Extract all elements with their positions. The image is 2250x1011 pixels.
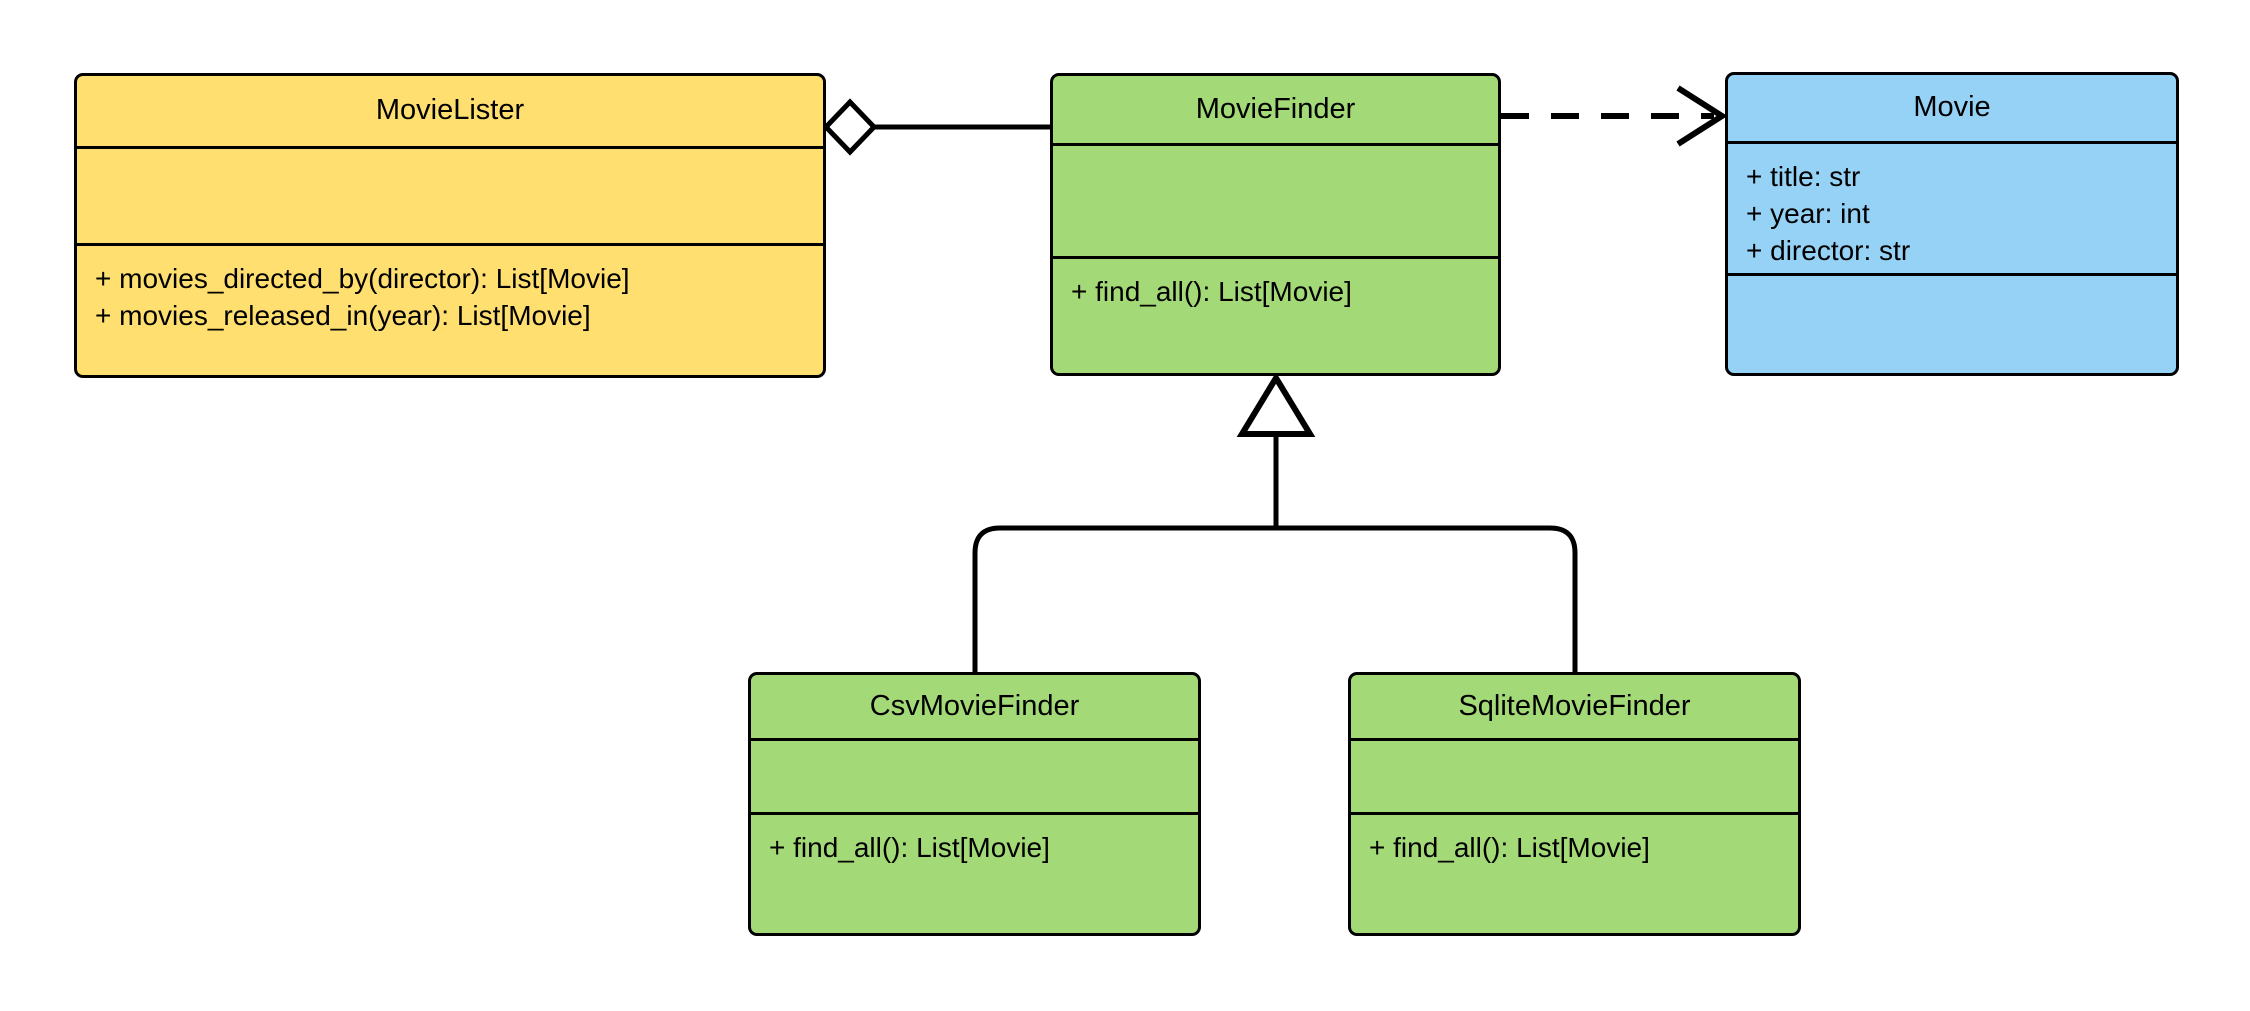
class-box-sqlitemoviefinder[interactable]: SqliteMovieFinder + find_all(): List[Mov…	[1348, 672, 1801, 936]
class-name-label: SqliteMovieFinder	[1458, 689, 1691, 722]
class-attributes-compartment	[1053, 143, 1498, 256]
class-box-movielister[interactable]: MovieLister + movies_directed_by(directo…	[74, 73, 826, 378]
method-item: + movies_directed_by(director): List[Mov…	[95, 263, 630, 294]
class-attributes-compartment	[1351, 738, 1798, 812]
attribute-item: + title: str	[1746, 161, 1861, 192]
dependency-moviefinder-movie[interactable]	[1501, 85, 1728, 147]
class-name-label: MovieFinder	[1195, 92, 1356, 125]
class-methods-compartment	[1728, 273, 2176, 373]
hollow-diamond-icon	[822, 98, 878, 156]
class-name-compartment: SqliteMovieFinder	[1351, 675, 1798, 738]
class-methods-compartment: + find_all(): List[Movie]	[751, 812, 1198, 933]
open-arrow-icon	[1676, 85, 1728, 147]
class-box-moviefinder[interactable]: MovieFinder + find_all(): List[Movie]	[1050, 73, 1501, 376]
class-name-compartment: CsvMovieFinder	[751, 675, 1198, 738]
class-name-label: Movie	[1913, 91, 1991, 124]
attribute-item: + year: int	[1746, 198, 1870, 230]
class-methods-compartment: + find_all(): List[Movie]	[1053, 256, 1498, 373]
hollow-triangle-icon	[1236, 372, 1316, 437]
class-name-compartment: MovieFinder	[1053, 76, 1498, 143]
method-item: + find_all(): List[Movie]	[769, 832, 1050, 863]
class-box-csvmoviefinder[interactable]: CsvMovieFinder + find_all(): List[Movie]	[748, 672, 1201, 936]
class-name-label: MovieLister	[375, 94, 525, 127]
class-name-compartment: MovieLister	[77, 76, 823, 146]
attribute-item: + director: str	[1746, 235, 1911, 267]
generalization-branch-sqlitemoviefinder	[1276, 525, 1578, 672]
class-attributes-compartment	[77, 146, 823, 243]
class-attributes-compartment	[751, 738, 1198, 812]
method-item: + movies_released_in(year): List[Movie]	[95, 300, 591, 332]
class-methods-compartment: + find_all(): List[Movie]	[1351, 812, 1798, 933]
method-item: + find_all(): List[Movie]	[1071, 276, 1352, 307]
class-attributes-compartment: + title: str + year: int + director: str	[1728, 141, 2176, 273]
class-name-compartment: Movie	[1728, 75, 2176, 141]
generalization-tree[interactable]	[972, 372, 1578, 672]
method-item: + find_all(): List[Movie]	[1369, 832, 1650, 863]
generalization-branch-csvmoviefinder	[972, 525, 1276, 672]
class-box-movie[interactable]: Movie + title: str + year: int + directo…	[1725, 72, 2179, 376]
aggregation-movielister-moviefinder[interactable]	[822, 98, 1050, 156]
class-name-label: CsvMovieFinder	[869, 689, 1080, 722]
class-methods-compartment: + movies_directed_by(director): List[Mov…	[77, 243, 823, 375]
